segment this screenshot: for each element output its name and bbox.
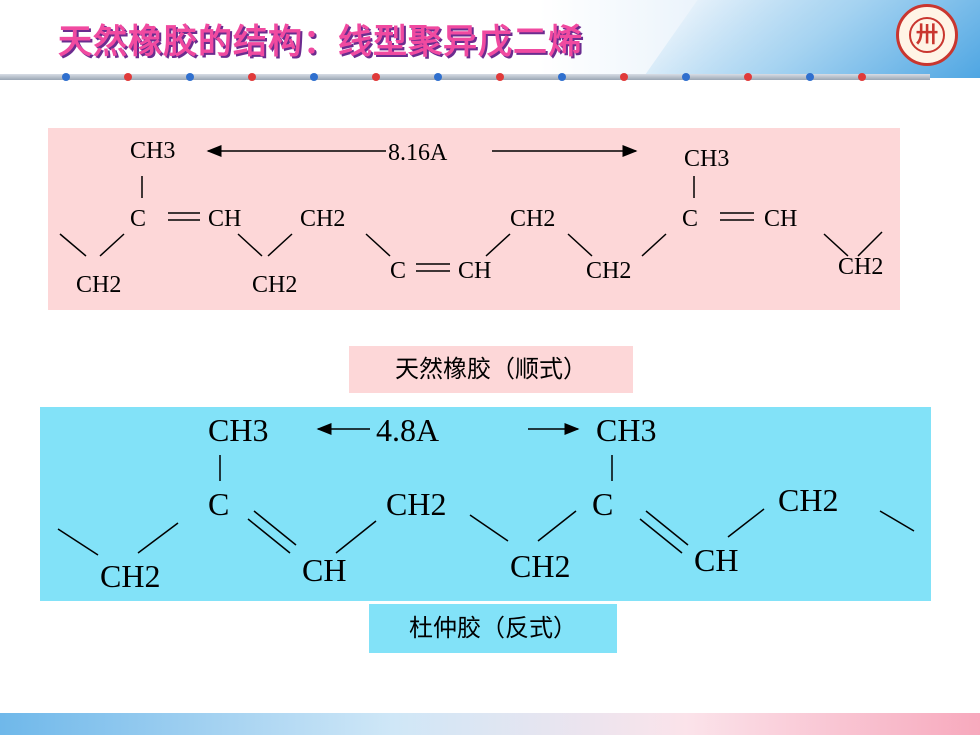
bond — [639, 518, 683, 554]
atom-label: CH2 — [76, 272, 121, 298]
rule-dot — [186, 73, 194, 81]
gutta-percha-panel: 4.8A CH3 CH3 C CH2 C CH2 CH2 CH CH2 CH — [40, 407, 931, 601]
rule-dot — [310, 73, 318, 81]
atom-label: CH3 — [596, 412, 656, 448]
atom-label: CH2 — [300, 206, 345, 232]
bond — [137, 522, 179, 554]
bond — [59, 233, 87, 257]
rule-dot — [682, 73, 690, 81]
bond — [645, 510, 689, 546]
rule-dot — [558, 73, 566, 81]
bond — [857, 231, 883, 257]
rule-dot — [248, 73, 256, 81]
atom-label: CH2 — [386, 486, 446, 522]
rule-dot — [496, 73, 504, 81]
distance-label: 4.8A — [376, 412, 439, 448]
rule-dot — [372, 73, 380, 81]
atom-label: CH — [764, 206, 797, 232]
logo-glyph: 卅 — [915, 22, 938, 48]
bond — [365, 233, 391, 257]
bond — [537, 510, 577, 542]
bond — [99, 233, 125, 257]
atom-label: C — [682, 206, 698, 232]
rule-dot — [62, 73, 70, 81]
atom-label: CH3 — [130, 138, 175, 164]
natural-rubber-structure: 8.16A CH3 CH3 C CH CH2 CH2 C CH CH2 CH2 … — [59, 138, 883, 298]
atom-label: CH2 — [100, 558, 160, 594]
bond — [823, 233, 849, 257]
bond — [335, 520, 377, 554]
bond — [253, 510, 297, 546]
atom-label: C — [208, 486, 229, 522]
gutta-percha-structure: 4.8A CH3 CH3 C CH2 C CH2 CH2 CH CH2 CH — [57, 412, 915, 594]
slide-title: 天然橡胶的结构：线型聚异戊二烯 — [58, 22, 583, 62]
bond — [727, 508, 765, 538]
rule-dot — [434, 73, 442, 81]
natural-rubber-panel: 8.16A CH3 CH3 C CH CH2 CH2 C CH CH2 CH2 … — [48, 128, 900, 310]
atom-label: CH2 — [252, 272, 297, 298]
atom-label: CH2 — [586, 258, 631, 284]
atom-label: CH2 — [510, 206, 555, 232]
atom-label: CH2 — [510, 548, 570, 584]
bond — [879, 510, 915, 532]
title-bar: 天然橡胶的结构：线型聚异戊二烯 卅 — [0, 0, 980, 78]
bond — [267, 233, 293, 257]
atom-label: CH2 — [838, 254, 883, 280]
atom-label: CH2 — [778, 482, 838, 518]
atom-label: C — [592, 486, 613, 522]
rule-dot — [620, 73, 628, 81]
bond — [57, 528, 99, 556]
natural-rubber-caption: 天然橡胶（顺式） — [349, 346, 633, 393]
logo-inner-ring: 卅 — [909, 17, 945, 53]
gutta-percha-caption: 杜仲胶（反式） — [369, 604, 617, 653]
rule-dot — [124, 73, 132, 81]
university-logo: 卅 — [896, 4, 958, 66]
bond — [641, 233, 667, 257]
bond — [247, 518, 291, 554]
atom-label: CH — [302, 552, 346, 588]
atom-label: C — [390, 258, 406, 284]
bond — [567, 233, 593, 257]
footer-bar — [0, 713, 980, 735]
rule-bar — [0, 74, 930, 80]
atom-label: C — [130, 206, 146, 232]
rule-dot — [858, 73, 866, 81]
atom-label: CH3 — [208, 412, 268, 448]
bond — [485, 233, 511, 257]
atom-label: CH — [208, 206, 241, 232]
rule-dot — [744, 73, 752, 81]
atom-label: CH3 — [684, 146, 729, 172]
bond — [237, 233, 263, 257]
atom-label: CH — [458, 258, 491, 284]
bond — [469, 514, 509, 542]
rule-dot — [806, 73, 814, 81]
distance-label: 8.16A — [388, 140, 448, 166]
dotted-rule — [0, 70, 980, 92]
atom-label: CH — [694, 542, 738, 578]
